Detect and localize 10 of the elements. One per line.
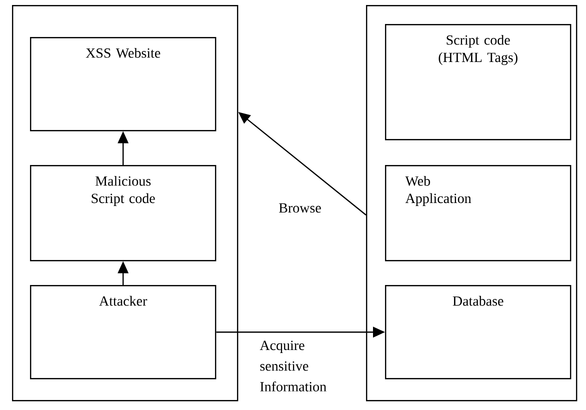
process-box: Malicious Script code <box>30 165 216 262</box>
process-box: Script code (HTML Tags) <box>385 24 572 140</box>
edge-label: Acquire sensitive Information <box>260 340 326 392</box>
process-box: Database <box>385 285 572 380</box>
container-box <box>12 5 238 402</box>
container-box <box>366 5 578 402</box>
process-box: Attacker <box>30 285 216 380</box>
process-box: XSS Website <box>30 37 216 132</box>
edge-label: Browse <box>277 202 323 214</box>
process-box: Web Application <box>385 165 572 262</box>
